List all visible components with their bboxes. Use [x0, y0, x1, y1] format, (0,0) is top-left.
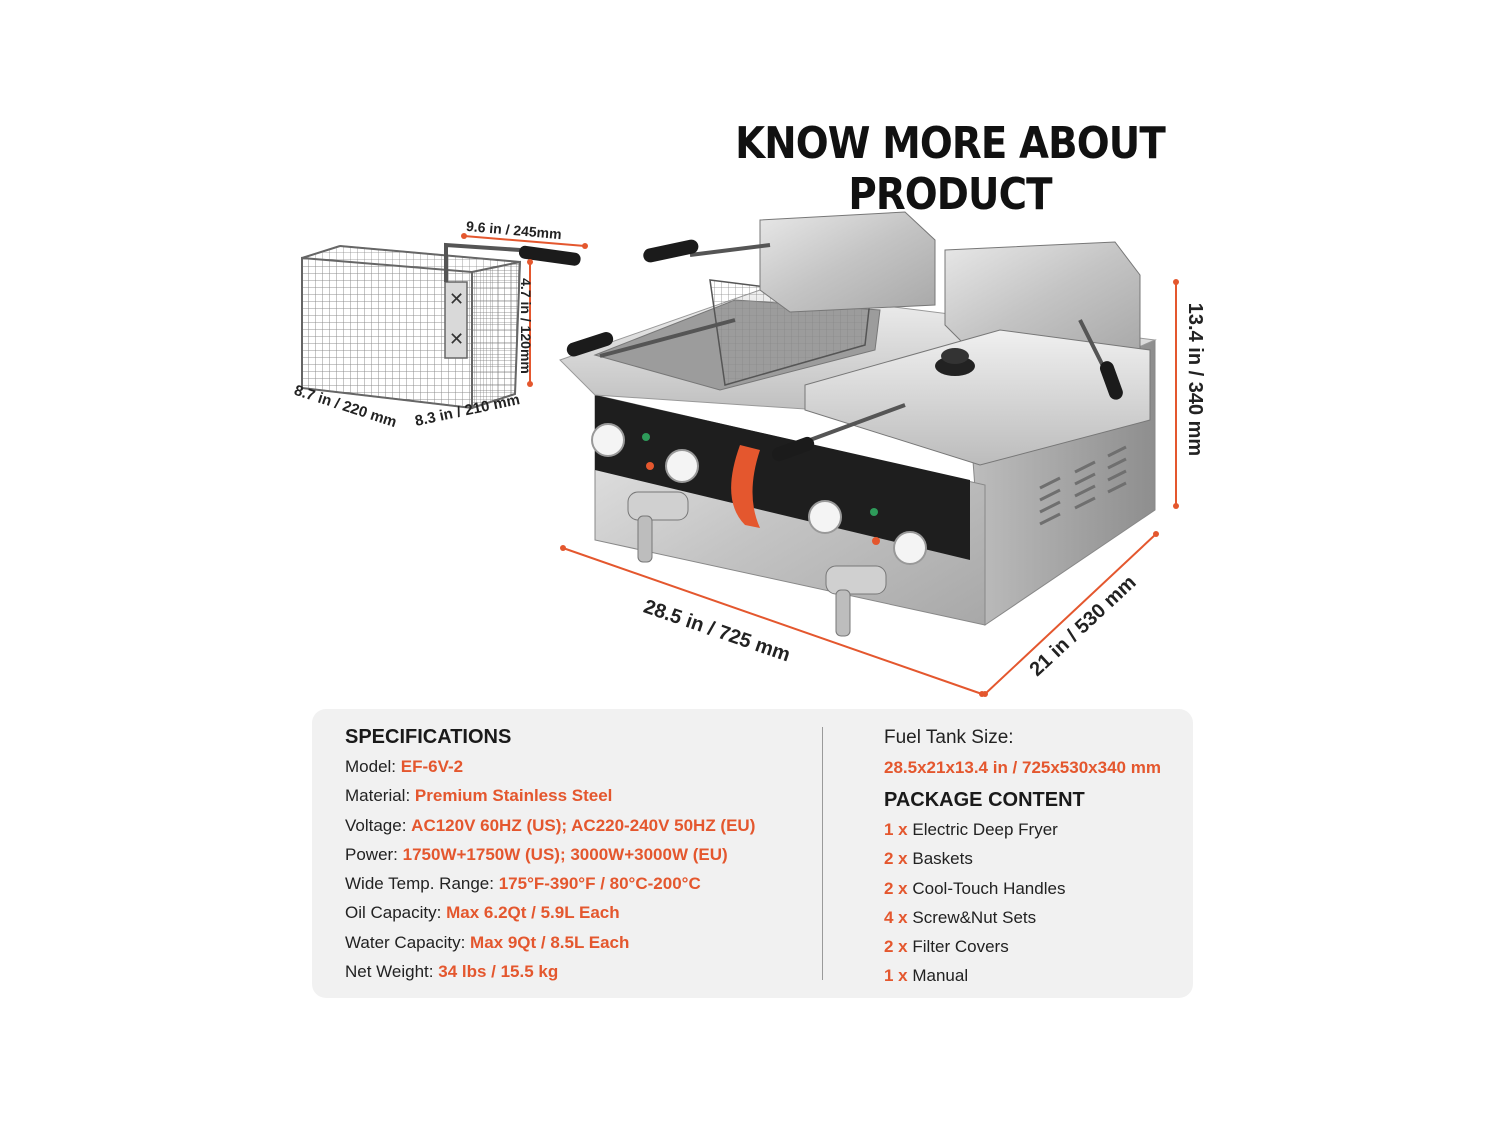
specifications-heading: SPECIFICATIONS: [345, 726, 512, 748]
fryer-illustration: ✕ ✕: [301, 211, 1179, 697]
package-item: 4 x Screw&Nut Sets: [884, 907, 1037, 927]
svg-text:✕: ✕: [449, 329, 464, 350]
dim-line-fryer-depth: [984, 533, 1157, 695]
dim-fryer-height: 13.4 in / 340 mm: [1184, 302, 1207, 457]
spec-row: Power: 1750W+1750W (US); 3000W+3000W (EU…: [345, 844, 728, 864]
product-illustration: ✕ ✕: [292, 211, 1207, 697]
fryer-body: [559, 211, 1157, 637]
dim-line-basket-length: [463, 235, 586, 247]
dim-line-fryer-width: [562, 547, 983, 695]
package-column: Fuel Tank Size: 28.5x21x13.4 in / 725x53…: [884, 723, 1184, 991]
page-title: KNOW MORE ABOUT PRODUCT: [735, 118, 1166, 220]
specifications-column: SPECIFICATIONS Model: EF-6V-2 Material: …: [345, 723, 815, 986]
spec-row: Voltage: AC120V 60HZ (US); AC220-240V 50…: [345, 815, 756, 835]
package-item: 2 x Baskets: [884, 849, 973, 869]
dim-basket-height: 4.7 in / 120mm: [517, 278, 534, 374]
package-item: 1 x Manual: [884, 966, 969, 986]
package-heading: PACKAGE CONTENT: [884, 789, 1085, 811]
fuel-tank-value: 28.5x21x13.4 in / 725x530x340 mm: [884, 758, 1161, 777]
fuel-tank-label: Fuel Tank Size:: [884, 727, 1014, 748]
svg-text:✕: ✕: [449, 289, 464, 310]
basket-illustration: ✕ ✕: [301, 242, 581, 410]
column-divider: [822, 727, 823, 980]
spec-row: Wide Temp. Range: 175°F-390°F / 80°C-200…: [345, 874, 701, 894]
spec-row: Material: Premium Stainless Steel: [345, 786, 613, 806]
spec-row: Oil Capacity: Max 6.2Qt / 5.9L Each: [345, 903, 620, 923]
package-item: 1 x Electric Deep Fryer: [884, 820, 1058, 839]
package-item: 2 x Filter Covers: [884, 937, 1009, 957]
spec-row: Net Weight: 34 lbs / 15.5 kg: [345, 962, 559, 982]
specifications-panel: SPECIFICATIONS Model: EF-6V-2 Material: …: [312, 709, 1193, 998]
package-item: 2 x Cool-Touch Handles: [884, 878, 1066, 898]
spec-row: Water Capacity: Max 9Qt / 8.5L Each: [345, 932, 630, 952]
spec-row: Model: EF-6V-2: [345, 757, 464, 776]
